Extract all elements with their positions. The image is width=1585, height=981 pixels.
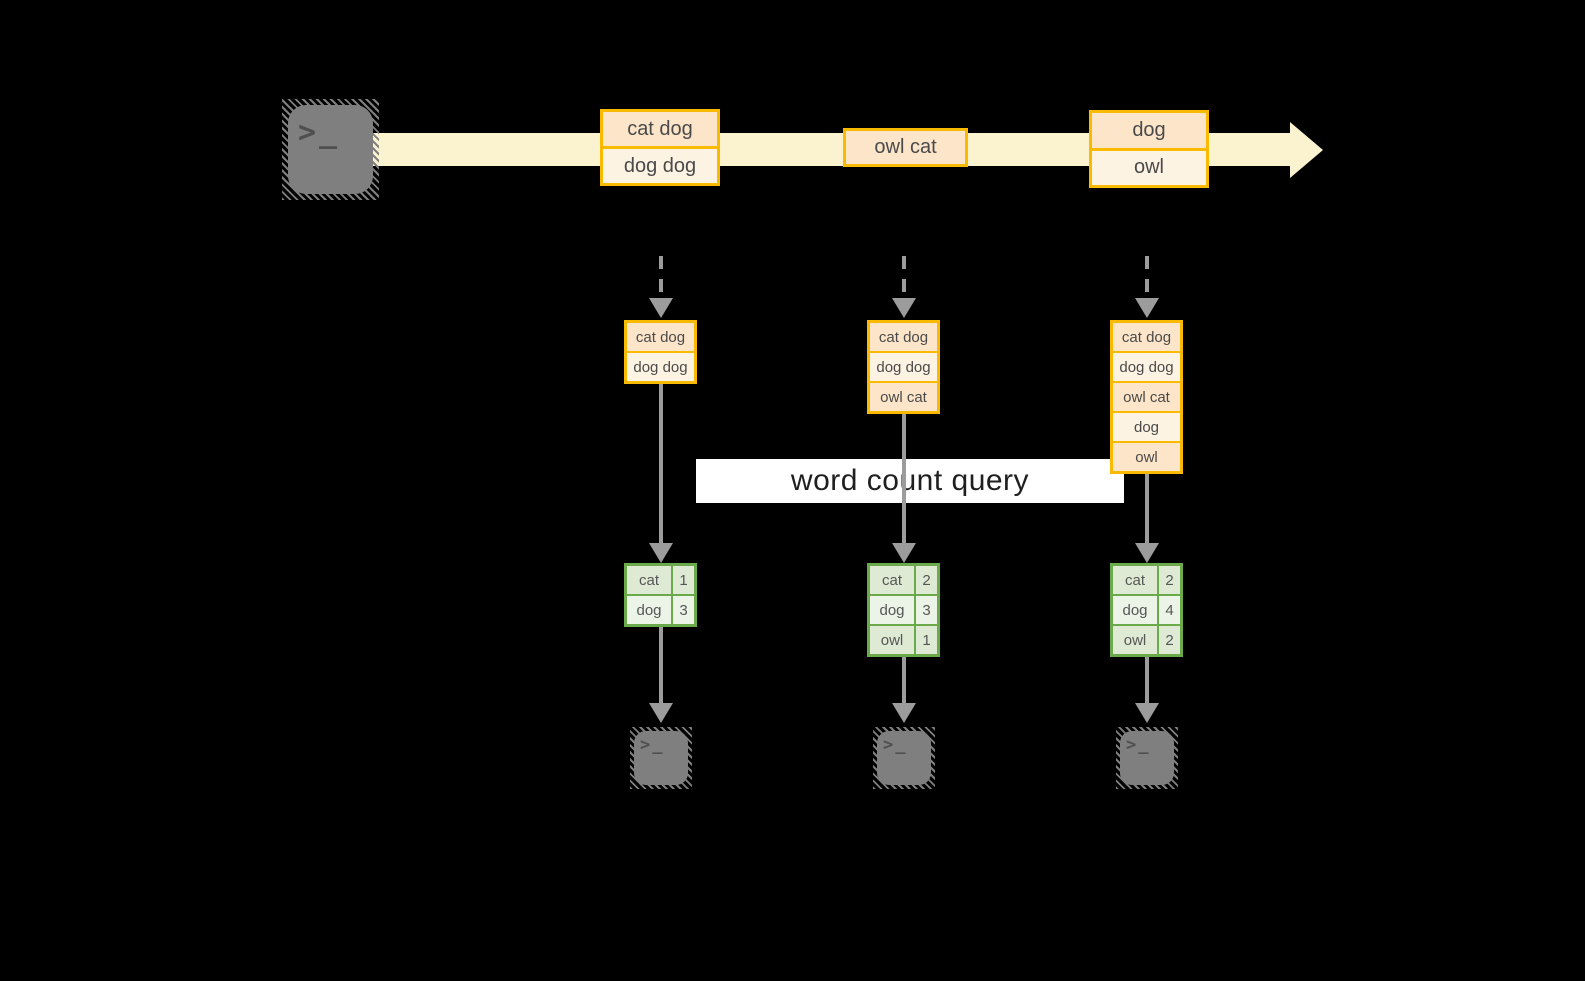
- stream-timeline-arrowhead-icon: [1290, 122, 1323, 178]
- arrow-line: [1145, 474, 1149, 545]
- arrowhead-down-icon: [649, 298, 673, 318]
- word-cell: cat: [1113, 566, 1157, 594]
- word-cell: cat: [627, 566, 671, 594]
- terminal-prompt-icon: >_: [883, 735, 908, 755]
- count-cell-value: 2: [916, 566, 937, 594]
- buffered-record-line: dog: [1113, 413, 1180, 441]
- arrowhead-down-icon: [892, 543, 916, 563]
- buffered-record-line: owl: [1113, 443, 1180, 471]
- stream-record-line: cat dog: [603, 112, 717, 146]
- query-label: word count query: [790, 464, 1030, 497]
- dashed-arrow-line: [1145, 256, 1149, 299]
- terminal-prompt-icon: >_: [298, 115, 341, 150]
- arrowhead-down-icon: [649, 703, 673, 723]
- word-cell: owl: [1113, 626, 1157, 654]
- stream-record-line: dog: [1092, 113, 1206, 148]
- dashed-arrow-line: [659, 256, 663, 299]
- terminal-icon: >_: [873, 727, 935, 789]
- arrow-line: [902, 657, 906, 705]
- word-cell: cat: [870, 566, 914, 594]
- arrowhead-down-icon: [649, 543, 673, 563]
- query-label-band: word count query: [696, 459, 1124, 503]
- arrow-line: [659, 384, 663, 545]
- buffered-record-line: cat dog: [1113, 323, 1180, 351]
- buffered-record-line: owl cat: [1113, 383, 1180, 411]
- arrowhead-down-icon: [892, 703, 916, 723]
- buffered-record-line: dog dog: [870, 353, 937, 381]
- terminal-icon: >_: [282, 99, 379, 200]
- stream-record: owl cat: [843, 128, 968, 167]
- terminal-prompt-icon: >_: [1126, 735, 1151, 755]
- stream-record-line: dog dog: [603, 149, 717, 183]
- arrow-line: [1145, 657, 1149, 705]
- dashed-arrow-line: [902, 256, 906, 299]
- terminal-icon-body: [1120, 731, 1174, 785]
- terminal-icon-body: [634, 731, 688, 785]
- arrowhead-down-icon: [1135, 298, 1159, 318]
- arrow-line: [902, 414, 906, 545]
- terminal-icon-body: [877, 731, 931, 785]
- arrowhead-down-icon: [892, 298, 916, 318]
- stream-record-line: owl: [1092, 150, 1206, 185]
- arrowhead-down-icon: [1135, 543, 1159, 563]
- word-cell: dog: [627, 596, 671, 624]
- buffered-record-line: owl cat: [870, 383, 937, 411]
- buffered-record-line: dog dog: [1113, 353, 1180, 381]
- count-cell-value: 3: [673, 596, 694, 624]
- count-cell-value: 4: [1159, 596, 1180, 624]
- terminal-icon: >_: [1116, 727, 1178, 789]
- arrowhead-down-icon: [1135, 703, 1159, 723]
- buffered-record-line: dog dog: [627, 353, 694, 381]
- count-cell-value: 1: [916, 626, 937, 654]
- buffered-record-line: cat dog: [627, 323, 694, 351]
- word-cell: owl: [870, 626, 914, 654]
- arrow-line: [659, 627, 663, 705]
- count-cell-value: 1: [673, 566, 694, 594]
- terminal-icon: >_: [630, 727, 692, 789]
- word-cell: dog: [870, 596, 914, 624]
- count-cell-value: 2: [1159, 626, 1180, 654]
- word-cell: dog: [1113, 596, 1157, 624]
- terminal-prompt-icon: >_: [640, 735, 665, 755]
- buffered-record-line: cat dog: [870, 323, 937, 351]
- stream-record-line: owl cat: [846, 131, 965, 164]
- count-cell-value: 2: [1159, 566, 1180, 594]
- count-cell-value: 3: [916, 596, 937, 624]
- terminal-icon-body: [288, 105, 373, 194]
